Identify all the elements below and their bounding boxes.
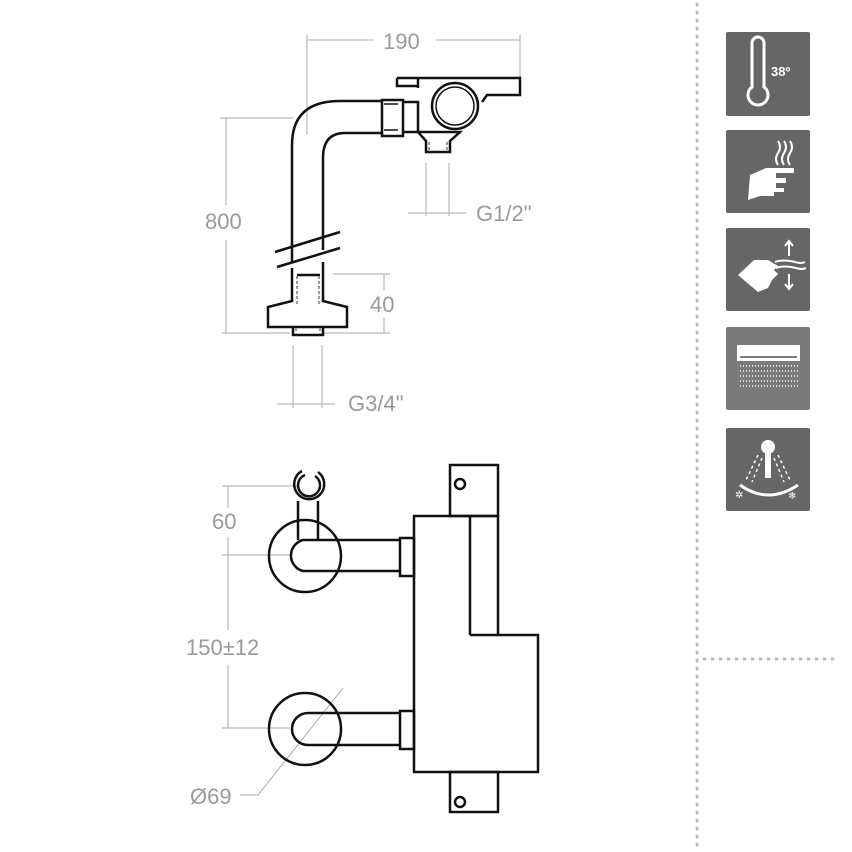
front-view: 60 150±12 Ø69 — [186, 463, 540, 814]
temperature-diverter-icon: ✲ ❄ — [726, 428, 810, 511]
dimension-lines-front — [222, 485, 344, 796]
valve-body-top — [380, 76, 522, 154]
shower-hook — [292, 469, 326, 540]
flow-control-icon — [726, 228, 810, 311]
thermostat-temperature-label: 38º — [771, 64, 790, 79]
base-dimension-label: 40 — [370, 292, 394, 317]
rosette-diameter-label: Ø69 — [190, 784, 232, 809]
upper-inlet — [267, 518, 416, 594]
thermostat-38-icon: 38º — [726, 32, 810, 116]
outlet-thread-label: G1/2" — [476, 201, 532, 226]
wall-flange — [266, 273, 349, 337]
sun-icon: ✲ — [735, 490, 743, 501]
top-view: 190 800 40 G1/2" G3/4" — [205, 29, 532, 416]
hot-water-safety-icon — [726, 130, 810, 213]
hook-dimension-label: 60 — [212, 509, 236, 534]
inlet-thread-label: G3/4" — [348, 391, 404, 416]
lower-inlet — [267, 691, 416, 767]
rain-shower-icon — [726, 327, 810, 410]
thermostatic-valve-body — [412, 463, 540, 814]
width-dimension-label: 190 — [383, 29, 420, 54]
snowflake-icon: ❄ — [788, 491, 796, 502]
spacing-dimension-label: 150±12 — [186, 635, 259, 660]
dimension-lines-top — [220, 35, 521, 408]
height-dimension-label: 800 — [205, 209, 242, 234]
supply-pipe — [274, 99, 382, 296]
